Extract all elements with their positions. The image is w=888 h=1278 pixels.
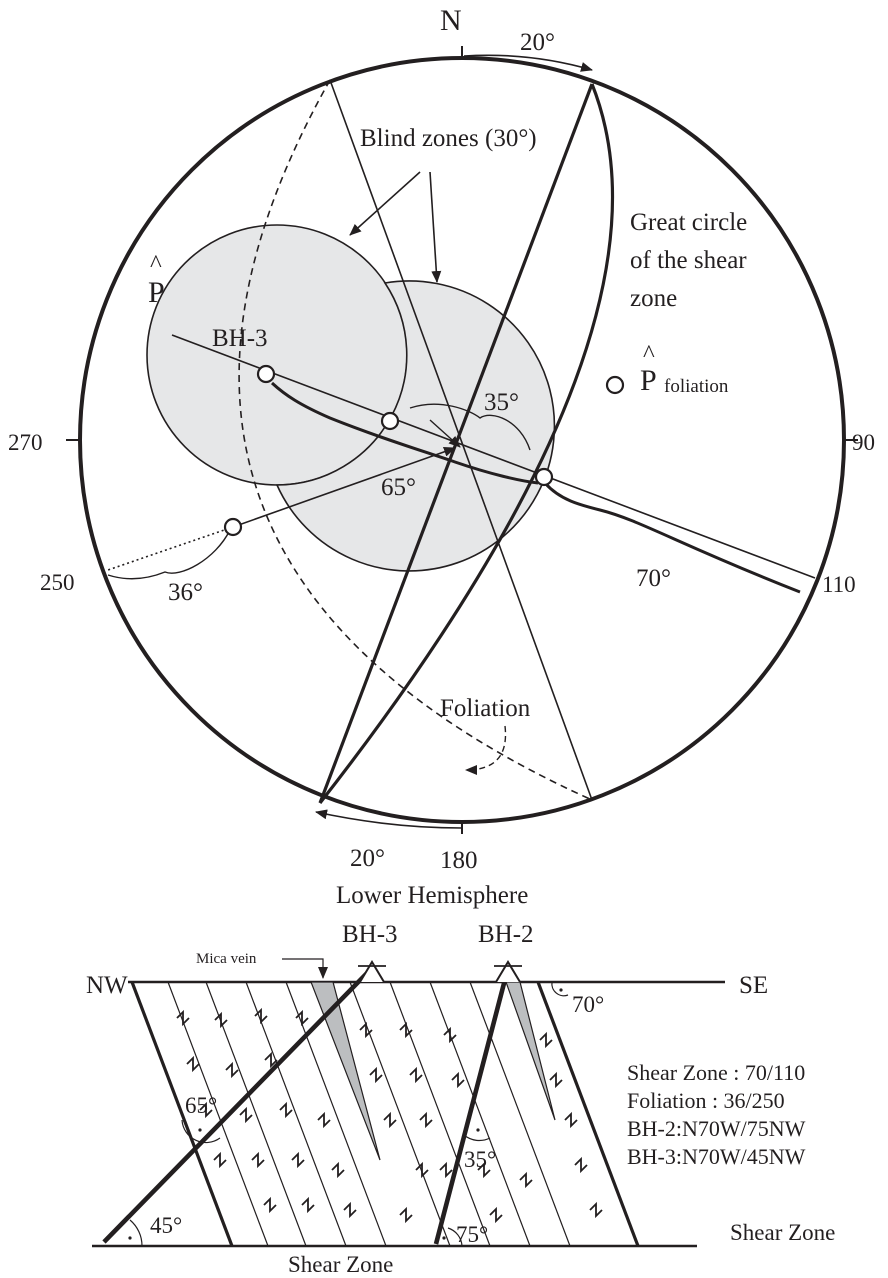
legend-line-4: BH-3:N70W/45NW	[627, 1144, 806, 1169]
great-circle-label-line1: Great circle	[630, 209, 747, 236]
blind-zones-label: Blind zones (30°)	[360, 125, 537, 152]
brace-70	[543, 481, 801, 594]
borehole-bh3-collar	[359, 960, 385, 983]
cross-section: NW SE BH-3 BH-2 Mica vein 70° 65° 45° 35…	[86, 921, 835, 1277]
brace-35	[409, 403, 531, 451]
arc-45	[129, 1219, 143, 1247]
arc-45-dot	[128, 1236, 132, 1240]
p-foliation-label: P	[640, 364, 657, 397]
blind-zones-arrow-left	[349, 171, 421, 236]
arc-arrow-20-bottom	[315, 809, 463, 829]
pole-bh3	[256, 364, 276, 384]
se-label: SE	[739, 972, 768, 999]
angle-35-label: 35°	[484, 389, 519, 416]
arc-35	[463, 1134, 491, 1142]
pole-bh2	[380, 411, 400, 431]
stereonet: N 20° Blind zones (30°) Great circle of …	[8, 4, 875, 909]
nw-label: NW	[86, 972, 128, 999]
p-hat-label: P	[148, 276, 165, 309]
arc-arrow-20-top	[463, 54, 593, 72]
arrow-65	[232, 446, 456, 528]
brace-bh3-to-bh2	[270, 381, 539, 485]
arc-70-dot	[559, 988, 563, 992]
bh3-stereo-label: BH-3	[212, 325, 268, 352]
mica-vein-1	[310, 981, 381, 1161]
deg-110-label: 110	[822, 572, 856, 597]
section-angle-70: 70°	[572, 992, 604, 1017]
foliation-leader	[465, 725, 507, 775]
deg-180-label: 180	[440, 847, 478, 874]
brace-36	[107, 529, 231, 580]
arc-65-dot	[198, 1128, 202, 1132]
mica-vein-2	[505, 981, 556, 1121]
arc-75-dot	[442, 1236, 446, 1240]
shear-zone-right-label: Shear Zone	[730, 1220, 835, 1245]
borehole-bh3-trace	[102, 966, 374, 1244]
angle-36-label: 36°	[168, 579, 203, 606]
mica-vein-leader	[282, 958, 328, 979]
arc-65	[181, 1119, 221, 1144]
section-angle-45: 45°	[150, 1213, 182, 1238]
p-hat-caret: ^	[150, 251, 162, 278]
angle-70-label: 70°	[636, 565, 671, 592]
pole-intersection	[534, 467, 554, 487]
pole-foliation-dip	[223, 517, 243, 537]
legend-line-1: Shear Zone : 70/110	[627, 1060, 805, 1085]
bh2-section-label: BH-2	[478, 921, 534, 948]
dotted-extension-250	[107, 526, 234, 571]
great-circle-label-line3: zone	[630, 285, 677, 312]
section-angle-65: 65°	[185, 1093, 217, 1118]
pole-foliation	[605, 375, 625, 395]
shear-zone-bottom-label: Shear Zone	[288, 1252, 393, 1277]
shear-zone-great-circle	[318, 83, 615, 804]
angle-20-bottom-label: 20°	[350, 845, 385, 872]
borehole-bh2-trace	[433, 967, 511, 1245]
section-angle-75: 75°	[456, 1222, 488, 1247]
north-label: N	[440, 4, 462, 37]
section-angle-35: 35°	[464, 1147, 496, 1172]
great-circle-label-line2: of the shear	[630, 247, 747, 274]
blind-zones-arrow-right	[429, 171, 442, 283]
foliation-strike-line	[329, 79, 593, 801]
shear-zone-boundary-left	[130, 981, 234, 1247]
bh3-section-label: BH-3	[342, 921, 398, 948]
legend-line-2: Foliation : 36/250	[627, 1088, 785, 1113]
borehole-bh2-collar	[495, 960, 521, 983]
foliation-great-circle	[238, 79, 593, 801]
mica-vein-label: Mica vein	[196, 951, 257, 967]
legend-line-3: BH-2:N70W/75NW	[627, 1116, 806, 1141]
arc-35-dot	[476, 1128, 480, 1132]
hemisphere-label: Lower Hemisphere	[336, 882, 528, 909]
deg-270-label: 270	[8, 430, 43, 455]
arc-75	[447, 1227, 463, 1247]
arrow-35	[429, 419, 461, 448]
borehole-trend-line	[171, 334, 816, 579]
p-foliation-subscript: foliation	[664, 376, 729, 397]
shear-zone-boundary-right	[536, 981, 640, 1247]
deg-90-label: 90	[852, 430, 875, 455]
p-foliation-caret: ^	[643, 341, 655, 368]
foliation-squiggles	[176, 1007, 603, 1224]
blind-zone-bh3	[146, 224, 408, 486]
angle-65-label: 65°	[381, 474, 416, 501]
foliation-label: Foliation	[440, 695, 531, 722]
deg-250-label: 250	[40, 570, 75, 595]
arc-70	[551, 981, 569, 997]
angle-20-top-label: 20°	[520, 29, 555, 56]
